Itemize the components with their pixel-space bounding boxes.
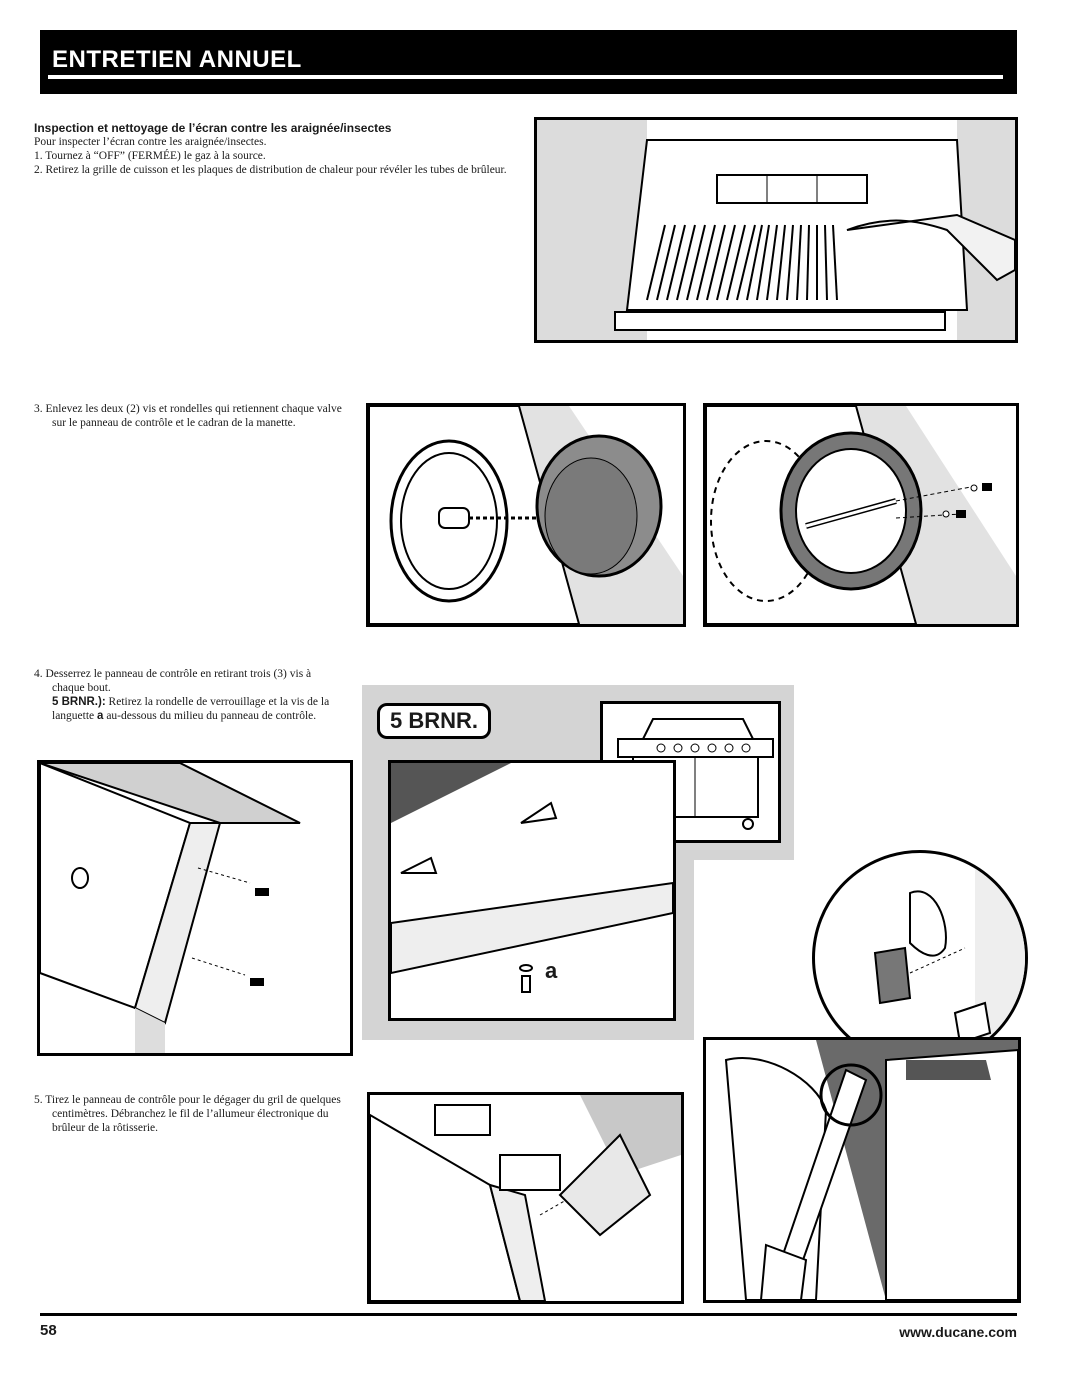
brnr-label: 5 BRNR.: [377, 703, 492, 739]
step-4: 4. Desserrez le panneau de contrôle en r…: [34, 668, 312, 694]
page-number: 58: [40, 1322, 57, 1339]
step-5-text: 5. Tirez le panneau de contrôle pour le …: [34, 1093, 344, 1135]
note-label: 5 BRNR.):: [52, 696, 106, 708]
footer-rule: [40, 1313, 1017, 1316]
illustration-knob-removal: [366, 403, 686, 627]
illustration-person-grill: [703, 1037, 1021, 1303]
intro-text: Pour inspecter l’écran contre les araign…: [34, 136, 267, 148]
section-inspection: Inspection et nettoyage de l’écran contr…: [34, 121, 514, 177]
step-5: 5. Tirez le panneau de contrôle pour le …: [34, 1094, 341, 1134]
step-3-text: 3. Enlevez les deux (2) vis et rondelles…: [34, 402, 344, 430]
step-4-text: 4. Desserrez le panneau de contrôle en r…: [34, 667, 344, 723]
illustration-ignitor-detail: [812, 850, 1028, 1066]
footer-url[interactable]: www.ducane.com: [899, 1324, 1017, 1340]
illustration-valve-screws: [703, 403, 1019, 627]
step-1: 1. Tournez à “OFF” (FERMÉE) le gaz à la …: [34, 150, 266, 162]
page-header: ENTRETIEN ANNUEL: [40, 30, 1017, 94]
illustration-panel-tab: [388, 760, 676, 1021]
note-text-2: au-dessous du milieu du panneau de contr…: [103, 710, 317, 722]
illustration-panel-pull: [367, 1092, 684, 1304]
page-title: ENTRETIEN ANNUEL: [52, 46, 302, 73]
step-2: 2. Retirez la grille de cuisson et les p…: [34, 164, 507, 176]
illustration-grill-grates: [534, 117, 1018, 343]
note-text: Retirez la rondelle de verrouillage et l…: [52, 696, 330, 722]
note-tab: a: [97, 710, 104, 722]
callout-a: a: [545, 958, 558, 983]
step-4-note: 5 BRNR.): Retirez la rondelle de verroui…: [34, 695, 344, 723]
step-3: 3. Enlevez les deux (2) vis et rondelles…: [34, 403, 342, 429]
header-rule: [48, 75, 1003, 79]
section-heading: Inspection et nettoyage de l’écran contr…: [34, 121, 392, 135]
illustration-panel-screws: [37, 760, 353, 1056]
